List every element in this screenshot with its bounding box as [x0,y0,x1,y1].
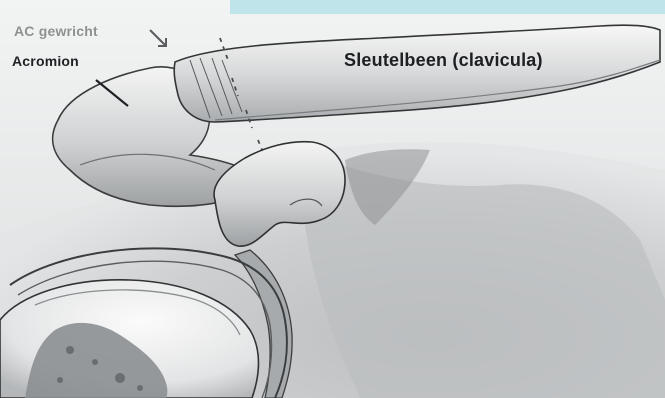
label-ac-gewricht: AC gewricht [14,23,98,39]
top-teal-band [230,0,665,14]
label-clavicle: Sleutelbeen (clavicula) [344,50,543,71]
label-acromion: Acromion [12,53,79,69]
